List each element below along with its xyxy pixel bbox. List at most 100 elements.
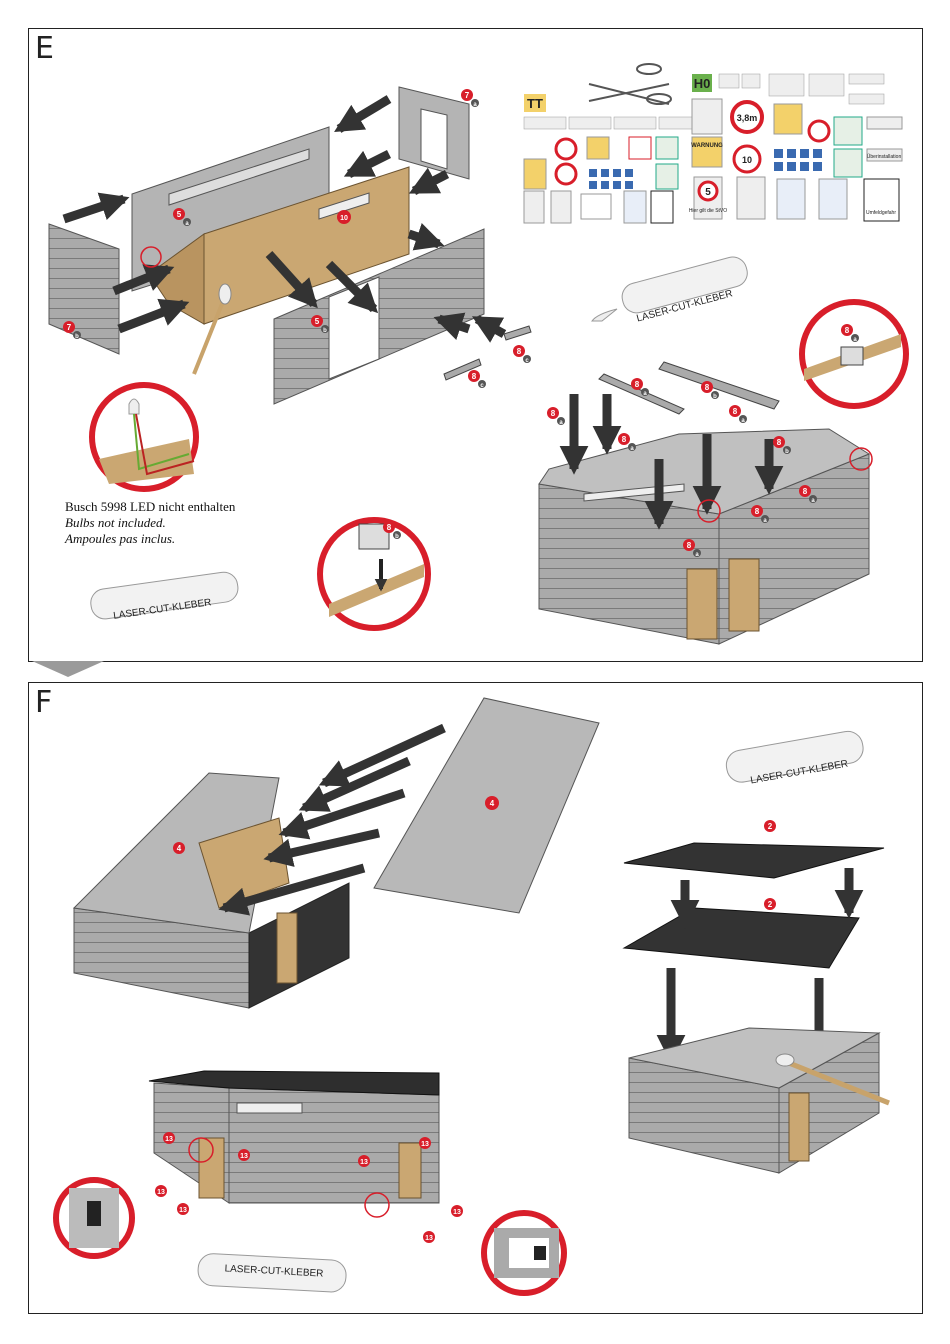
sign-height: 3,8m	[737, 113, 758, 123]
svg-text:8: 8	[472, 372, 477, 381]
svg-text:b: b	[713, 394, 717, 400]
badge-13-e: 13	[155, 1185, 167, 1197]
badge-4-panel: 4	[485, 796, 499, 810]
badge-8a-top: 8a	[631, 378, 649, 397]
small-parts-8c	[443, 325, 532, 381]
svg-text:4: 4	[490, 799, 495, 808]
svg-text:c: c	[480, 383, 484, 389]
roofing-sheet-top	[623, 842, 885, 879]
badge-7a: 7a	[461, 89, 479, 108]
badge-8a-detail: 8a	[841, 324, 859, 343]
step-e-panel: E	[28, 28, 923, 662]
continue-arrow-icon	[32, 661, 104, 677]
svg-text:8: 8	[803, 487, 808, 496]
badge-8b-right: 8b	[773, 436, 791, 455]
part-badges-f: 4 4 2 2 13 13 13 13 13 13 13 13	[155, 796, 776, 1243]
sign-speed: 5	[705, 187, 711, 198]
badge-13-h: 13	[423, 1231, 435, 1243]
side-wall-part-7b	[48, 223, 120, 355]
svg-text:8: 8	[551, 409, 556, 418]
led-note-fr: Ampoules pas inclus.	[65, 531, 176, 546]
sign-installation: Überinstallation	[867, 153, 902, 160]
badge-8a-bldg2: 8a	[799, 485, 817, 504]
svg-text:8: 8	[777, 438, 782, 447]
sign-warning: WARNUNG	[691, 143, 723, 149]
building-right-glue-roof	[628, 1027, 890, 1174]
step-f-panel: F	[28, 682, 923, 1314]
svg-text:13: 13	[240, 1153, 248, 1160]
svg-text:b: b	[323, 328, 327, 334]
detail-circle-8b	[317, 517, 431, 631]
svg-text:8: 8	[733, 407, 738, 416]
detail-circle-f1	[53, 1177, 135, 1259]
svg-text:7: 7	[465, 91, 470, 100]
assembly-arrows-e	[62, 95, 507, 343]
svg-text:a: a	[763, 518, 767, 524]
svg-text:4: 4	[177, 844, 182, 853]
badge-7b: 7b	[63, 321, 81, 340]
svg-text:a: a	[853, 337, 857, 343]
glue-tube-e2: LASER-CUT-KLEBER	[90, 571, 239, 622]
badge-13-f: 13	[177, 1203, 189, 1215]
step-letter-e: E	[35, 31, 54, 66]
badge-5a: 5a	[173, 208, 191, 227]
svg-text:13: 13	[421, 1141, 429, 1148]
sign-umfeld: Umfeldgefahr	[866, 210, 896, 216]
sign-sheet-tt: TT	[523, 94, 702, 224]
svg-text:8: 8	[517, 347, 522, 356]
badge-8b-detail: 8b	[383, 521, 401, 540]
led-note-en: Bulbs not included.	[65, 515, 166, 530]
badge-13-c: 13	[358, 1155, 370, 1167]
glue-tube-f1: LASER-CUT-KLEBER	[725, 730, 864, 786]
svg-text:13: 13	[360, 1159, 368, 1166]
led-note-de: Busch 5998 LED nicht enthalten	[65, 499, 236, 514]
led-detail-circle	[89, 382, 199, 492]
glue-label-f2: LASER-CUT-KLEBER	[224, 1263, 323, 1279]
sign-sheet-h0: H0 3,8m WARNUNG 10	[689, 73, 903, 222]
svg-text:a: a	[473, 102, 477, 108]
detail-circle-8a	[799, 299, 909, 409]
svg-text:13: 13	[425, 1235, 433, 1242]
badge-2-top: 2	[764, 820, 776, 832]
detail-marker-e2	[697, 499, 721, 523]
svg-text:13: 13	[165, 1136, 173, 1143]
badge-8a-left: 8a	[547, 407, 565, 426]
badge-8c-1: 8c	[513, 345, 531, 364]
glue-brush	[192, 283, 232, 375]
svg-text:a: a	[695, 552, 699, 558]
svg-text:2: 2	[768, 822, 773, 831]
badge-13-d: 13	[419, 1137, 431, 1149]
svg-text:b: b	[395, 534, 399, 540]
badge-5b: 5b	[311, 315, 329, 334]
svg-text:b: b	[785, 449, 789, 455]
badge-13-a: 13	[163, 1132, 175, 1144]
badge-2-bottom: 2	[764, 898, 776, 910]
detail-marker-e3	[849, 447, 873, 471]
badge-8b-top: 8b	[701, 381, 719, 400]
svg-text:7: 7	[67, 323, 72, 332]
badge-8a-mid: 8a	[618, 433, 636, 452]
badge-8c-2: 8c	[468, 370, 486, 389]
svg-text:c: c	[525, 358, 529, 364]
assembly-arrows-e2	[559, 394, 784, 530]
svg-text:8: 8	[387, 523, 392, 532]
svg-text:8: 8	[705, 383, 710, 392]
badge-13-g: 13	[451, 1205, 463, 1217]
svg-text:13: 13	[157, 1189, 165, 1196]
svg-text:a: a	[630, 446, 634, 452]
inner-wood-wall-part-10	[148, 166, 410, 325]
badge-8a-bldg3: 8a	[683, 539, 701, 558]
badge-10: 10	[337, 210, 351, 224]
svg-text:13: 13	[453, 1209, 461, 1216]
assembled-walls-e	[538, 361, 871, 645]
sign-stvo: Hier gilt die StVO	[689, 208, 727, 214]
part-badges-e: 7a 5a 10 7b 5b 8c 8c 8a 8b 8a 8a 8a 8b 8…	[63, 89, 859, 558]
svg-text:8: 8	[635, 380, 640, 389]
svg-text:a: a	[559, 420, 563, 426]
svg-text:5: 5	[177, 210, 182, 219]
glue-tube-f2: LASER-CUT-KLEBER	[197, 1253, 347, 1293]
badge-8a-right: 8a	[729, 405, 747, 424]
svg-text:a: a	[811, 498, 815, 504]
detail-marker-e1	[140, 246, 162, 268]
svg-text:a: a	[643, 391, 647, 397]
